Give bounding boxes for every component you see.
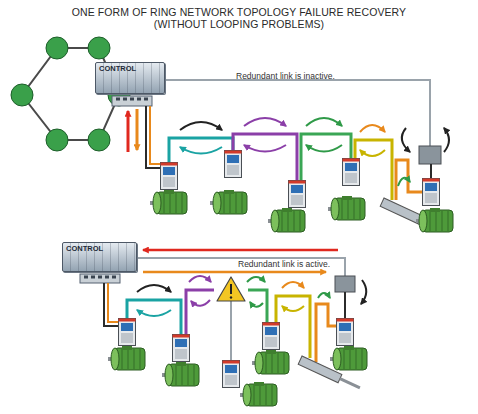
actuator-rod <box>339 377 360 389</box>
data-arrow <box>247 277 265 282</box>
network-cable <box>430 164 432 178</box>
data-arrow <box>136 109 139 150</box>
link-note: Redundant link is inactive. <box>236 71 335 81</box>
switch-ports <box>116 98 148 101</box>
data-arrow <box>402 128 410 152</box>
servo-motor <box>210 190 247 214</box>
network-cable <box>108 283 118 322</box>
data-arrow <box>360 150 385 156</box>
data-arrow <box>250 302 263 307</box>
network-switch <box>80 274 120 283</box>
network-cable <box>150 106 160 164</box>
servo-motor <box>330 346 367 370</box>
data-arrow <box>189 276 211 282</box>
network-cable <box>146 106 160 168</box>
servo-drive <box>119 319 136 346</box>
network-switch <box>335 276 355 292</box>
network-cable <box>233 134 297 180</box>
network-cable <box>276 296 310 358</box>
warning-mark <box>230 284 232 294</box>
servo-motor <box>150 190 187 214</box>
switch-ports <box>84 276 116 279</box>
servo-motor <box>328 196 365 220</box>
ring-node <box>88 129 110 151</box>
network-cable <box>104 283 118 326</box>
network-cable <box>316 304 336 362</box>
diagram-title: ONE FORM OF RING NETWORK TOPOLOGY FAILUR… <box>69 6 409 30</box>
data-arrow <box>361 280 366 304</box>
servo-motor <box>162 362 199 386</box>
warning-dot <box>230 296 232 298</box>
data-arrow <box>306 145 342 152</box>
ring-node <box>11 84 33 106</box>
ring-node <box>88 37 110 59</box>
network-cable <box>344 292 346 318</box>
network-cable <box>396 160 422 200</box>
servo-drive <box>223 361 240 388</box>
ring-node <box>46 37 68 59</box>
servo-drive <box>225 151 242 178</box>
data-arrow <box>191 300 210 306</box>
data-arrow <box>282 282 304 288</box>
data-arrow <box>398 178 410 186</box>
data-arrow <box>180 147 222 154</box>
redundant-link <box>137 258 345 276</box>
servo-motor <box>240 382 277 406</box>
data-arrow <box>180 122 222 130</box>
network-switch <box>112 96 152 106</box>
servo-motor <box>252 350 289 374</box>
controller-label: CONTROL <box>96 63 164 73</box>
data-arrow <box>143 271 326 274</box>
warning-triangle <box>217 277 245 301</box>
data-arrow <box>244 118 286 126</box>
data-arrow <box>282 306 304 311</box>
ring-icon <box>11 37 130 151</box>
servo-drive <box>161 163 178 190</box>
controller-unit: CONTROL <box>62 242 137 272</box>
network-switch <box>419 146 441 164</box>
servo-drive <box>289 181 306 208</box>
network-cable <box>248 290 267 322</box>
data-arrow <box>244 145 286 152</box>
servo-drive <box>343 159 360 186</box>
servo-motor <box>108 346 145 370</box>
controller-label: CONTROL <box>63 243 136 253</box>
data-arrow <box>137 285 171 292</box>
network-cable <box>186 290 214 334</box>
data-arrow <box>143 249 338 252</box>
data-arrow <box>127 111 130 152</box>
servo-motor <box>268 208 305 232</box>
data-arrow <box>306 118 342 126</box>
data-arrow <box>360 125 385 132</box>
data-arrow <box>444 128 449 152</box>
controller-unit: CONTROL <box>95 62 165 94</box>
link-note: Redundant link is active. <box>238 259 330 269</box>
servo-drive <box>173 335 190 362</box>
servo-motor <box>416 208 453 232</box>
servo-drive <box>337 319 354 346</box>
servo-drive <box>423 179 440 206</box>
network-cable <box>355 140 392 200</box>
broken-cable <box>230 300 232 360</box>
data-arrow <box>137 310 171 316</box>
servo-drive <box>263 323 280 350</box>
warning-sign <box>217 277 245 301</box>
network-cable <box>169 138 233 162</box>
data-arrow <box>318 293 330 298</box>
ring-node <box>46 129 68 151</box>
